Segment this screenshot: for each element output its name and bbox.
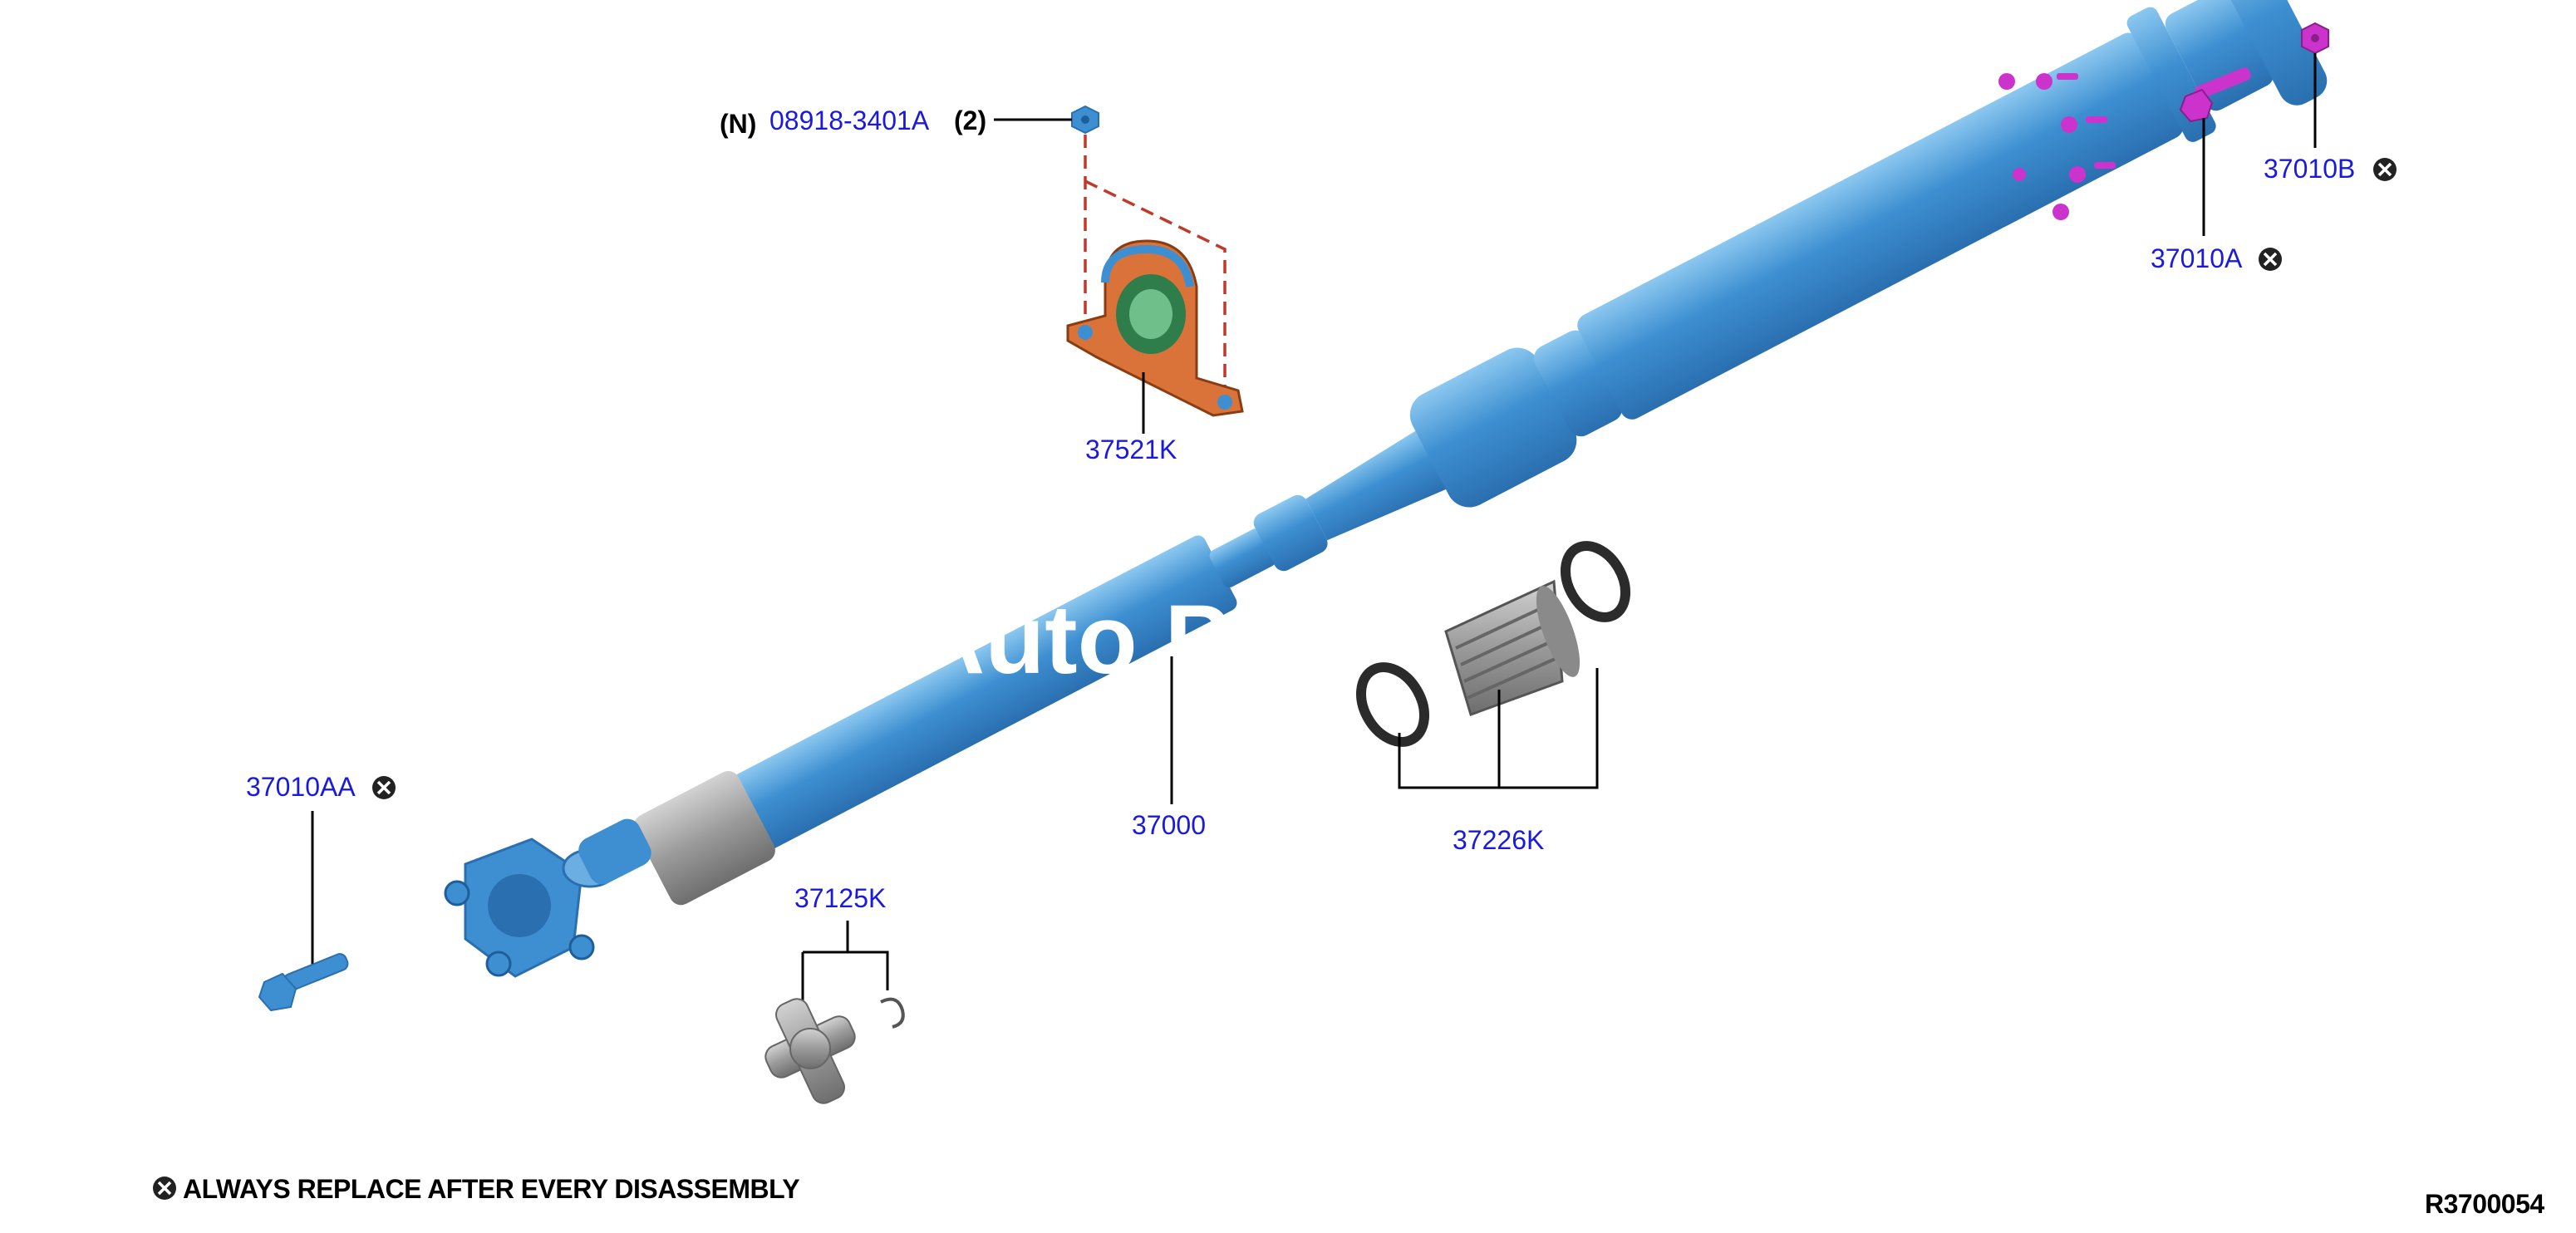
callout-37000[interactable]: 37000 bbox=[1132, 810, 1206, 840]
snap-ring-icon bbox=[880, 997, 905, 1029]
replace-marker-icon bbox=[151, 1175, 178, 1201]
callout-08918-3401a[interactable]: 08918-3401A bbox=[769, 106, 930, 135]
replace-marker-icon bbox=[371, 774, 397, 801]
bolt-37010aa-icon bbox=[258, 953, 349, 1012]
boot-ring-right-icon bbox=[1560, 541, 1631, 622]
center-bearing-icon bbox=[1066, 239, 1244, 417]
callout-37010b[interactable]: 37010B bbox=[2264, 154, 2355, 184]
universal-joint-spider-icon bbox=[764, 998, 856, 1104]
nut-prefix: (N) bbox=[720, 109, 756, 139]
install-line-right bbox=[1084, 179, 1227, 397]
nut-37010b-icon bbox=[2301, 22, 2329, 55]
propeller-shaft bbox=[444, 0, 2328, 978]
replace-marker-icon bbox=[2257, 246, 2283, 273]
front-yoke bbox=[444, 818, 651, 978]
replace-note: ALWAYS REPLACE AFTER EVERY DISASSEMBLY bbox=[183, 1174, 799, 1204]
callout-37226k[interactable]: 37226K bbox=[1453, 825, 1544, 855]
watermark-text: Auto Parts Catalog bbox=[914, 585, 1797, 695]
rear-flange-bolts bbox=[1998, 73, 2116, 220]
boot-ring-left-icon bbox=[1356, 662, 1429, 747]
figure-code: R3700054 bbox=[2425, 1189, 2544, 1219]
nut-icon bbox=[1071, 105, 1099, 135]
nut-quantity: (2) bbox=[954, 106, 986, 135]
callout-37125k[interactable]: 37125K bbox=[794, 883, 886, 913]
callout-37010aa[interactable]: 37010AA bbox=[246, 772, 356, 802]
callout-37010a[interactable]: 37010A bbox=[2151, 243, 2243, 273]
replace-marker-icon bbox=[2372, 156, 2398, 183]
bolt-37010a-icon bbox=[2179, 67, 2251, 123]
callout-37521k[interactable]: 37521K bbox=[1085, 435, 1177, 464]
boot-bellows-icon bbox=[1444, 579, 1581, 716]
